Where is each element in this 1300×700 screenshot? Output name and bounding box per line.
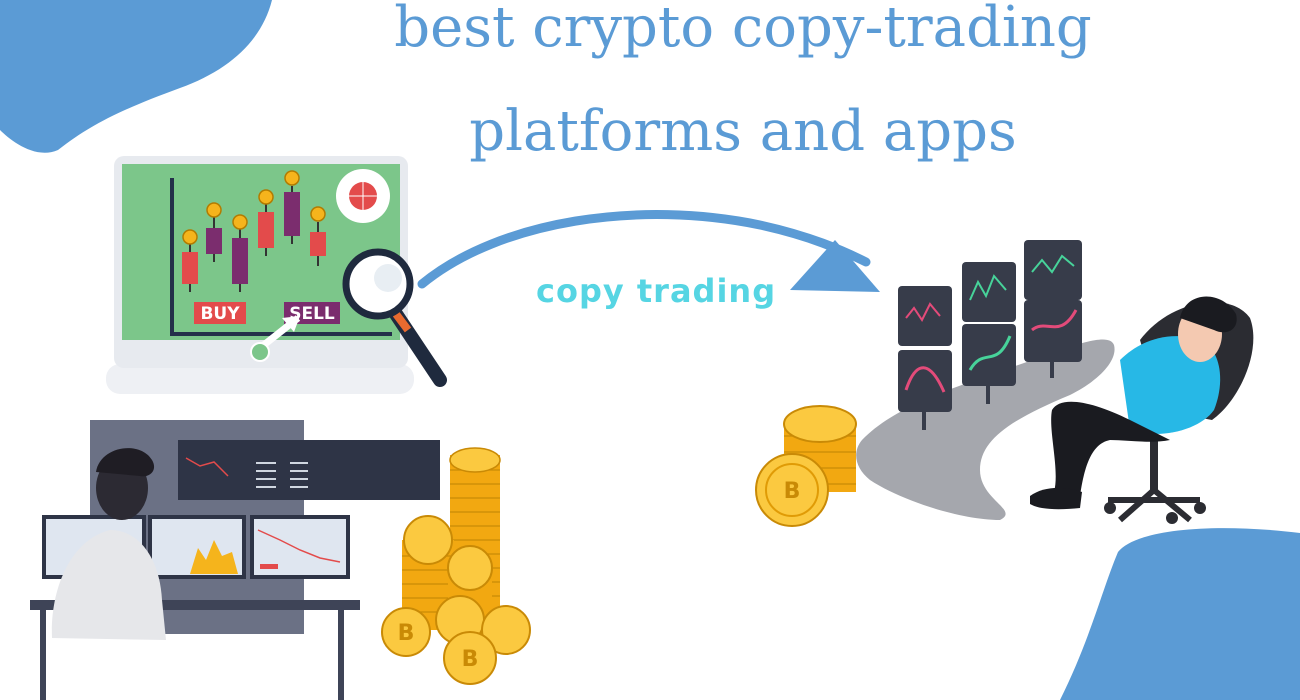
top-left-blob bbox=[0, 0, 272, 153]
svg-text:B: B bbox=[398, 621, 415, 646]
bitcoin-coin-icon-right-stack bbox=[755, 405, 857, 527]
wall-monitor-data bbox=[256, 462, 308, 488]
buy-button bbox=[194, 302, 246, 324]
svg-text:B: B bbox=[784, 479, 801, 504]
candle-coin-icons bbox=[182, 170, 326, 245]
page-title-line-2: platforms and apps bbox=[469, 99, 1017, 164]
target-icon bbox=[336, 169, 390, 223]
monitor-wall bbox=[898, 240, 1082, 430]
page-title-line-1: best crypto copy-trading bbox=[394, 0, 1092, 60]
arrow-head-icon bbox=[790, 240, 880, 292]
trader-person bbox=[51, 448, 166, 640]
chart-axes bbox=[170, 178, 392, 336]
buy-label: BUY bbox=[200, 304, 240, 324]
cursor-icon bbox=[250, 315, 301, 362]
copy-trading-label: copy trading bbox=[536, 272, 777, 310]
magnifier-icon bbox=[342, 248, 447, 387]
bitcoin-coin-icon-front bbox=[381, 595, 531, 685]
svg-text:B: B bbox=[462, 647, 479, 672]
desk-top bbox=[30, 600, 360, 610]
laptop-base bbox=[106, 364, 414, 394]
coin-symbols: B B B bbox=[398, 479, 801, 672]
desk-curve bbox=[856, 339, 1115, 520]
candlesticks bbox=[182, 186, 326, 292]
sell-label: SELL bbox=[289, 304, 335, 324]
bottom-right-blob bbox=[1060, 528, 1300, 700]
relaxed-person bbox=[1030, 296, 1237, 510]
